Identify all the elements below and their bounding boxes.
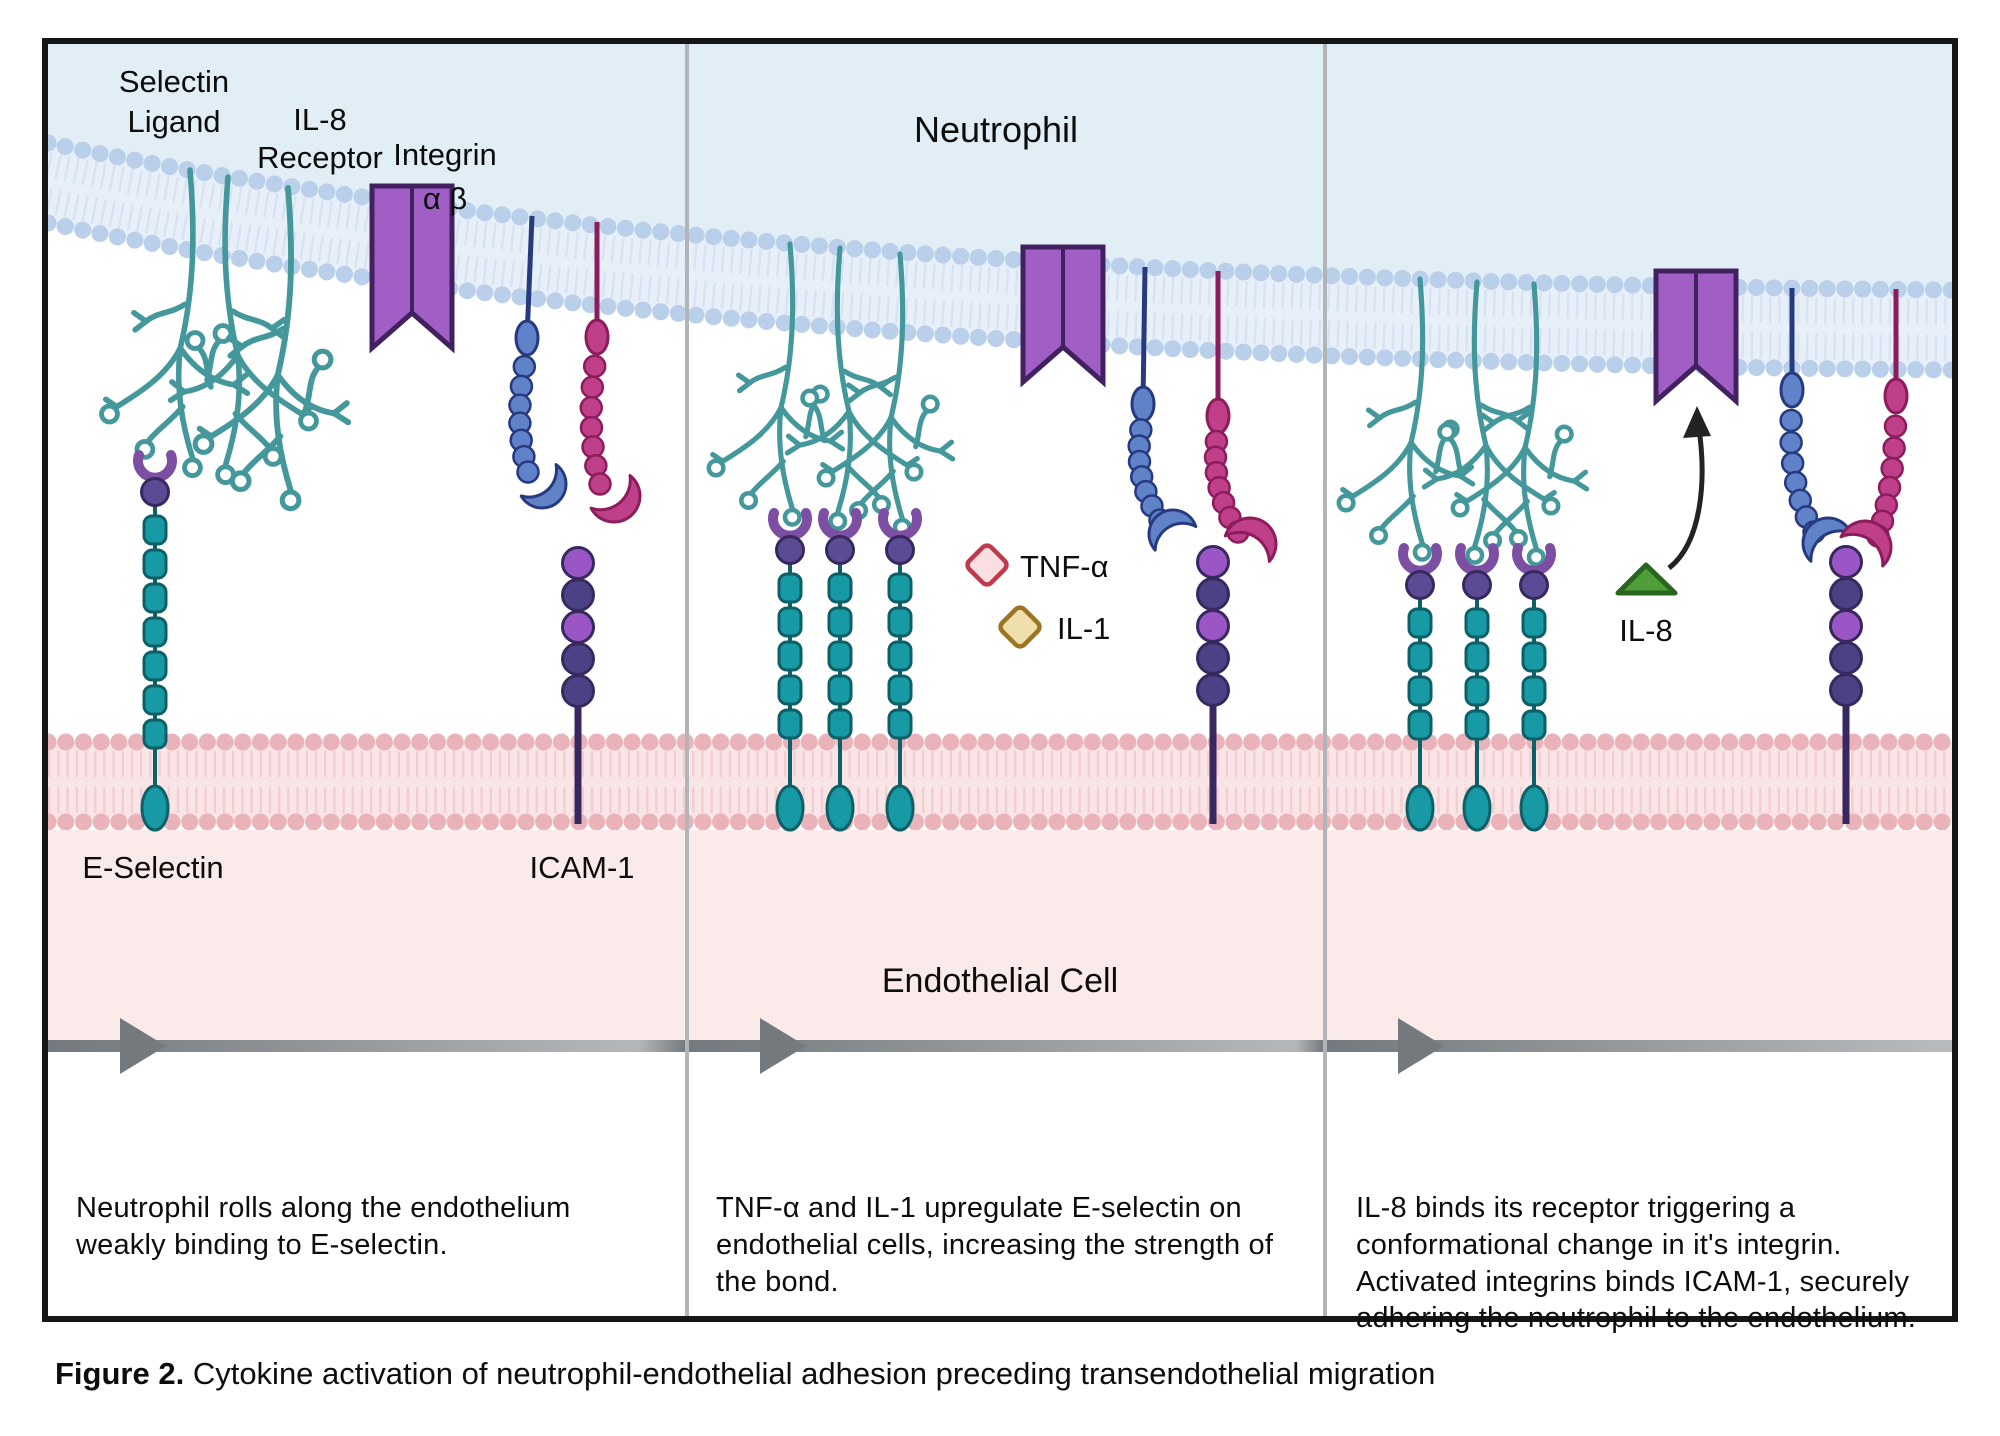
selectin-ligand-molecule (706, 241, 846, 527)
e-selectin-molecule (1398, 543, 1442, 832)
il1-icon (998, 605, 1042, 649)
integrin-alpha-molecule (1779, 288, 1853, 563)
integrin-label-1: Integrin (393, 137, 496, 172)
il8-icon (1615, 562, 1678, 596)
endothelial-cell-label: Endothelial Cell (882, 962, 1118, 1000)
timeline-arrowhead-icon (760, 1018, 806, 1074)
panel-divider-1 (685, 44, 689, 1316)
il8-receptor-icon (1653, 268, 1739, 407)
diagram-canvas: Neutrophil Selectin Ligand IL-8 Receptor… (48, 44, 1952, 1316)
e-selectin-molecule (1455, 543, 1499, 832)
selectin-ligand-label-2: Ligand (127, 104, 220, 139)
timeline-arrowhead-icon (1398, 1018, 1444, 1074)
activation-arrowhead-icon (1683, 406, 1711, 438)
panel-divider-2 (1323, 44, 1327, 1316)
selectin-ligand-label-1: Selectin (119, 64, 229, 99)
timeline-arrowhead-icon (120, 1018, 166, 1074)
e-selectin-label: E-Selectin (82, 850, 223, 885)
il8-label: IL-8 (1619, 613, 1672, 648)
figure-frame: Neutrophil Selectin Ligand IL-8 Receptor… (42, 38, 1958, 1334)
integrin-label-2: α β (423, 181, 467, 216)
activation-arrow (1667, 421, 1705, 570)
e-selectin-molecule (1512, 543, 1556, 832)
icam1-molecule (1829, 545, 1863, 824)
timeline-arrow (48, 1018, 1952, 1074)
selectin-ligand-molecule (192, 185, 352, 512)
selectin-ligand-molecule (1450, 281, 1590, 567)
endothelial-cell-body (48, 830, 1952, 1046)
selectin-ligand-molecule (1336, 276, 1476, 562)
icam1-molecule (561, 546, 595, 824)
il8-receptor-icon (369, 183, 455, 354)
panel-description-3: IL-8 binds its receptor triggering a con… (1356, 1192, 1916, 1335)
e-selectin-molecule (768, 508, 812, 832)
figure-caption: Figure 2. Cytokine activation of neutrop… (55, 1356, 1955, 1392)
e-selectin-molecule (133, 450, 177, 832)
il8-receptor-label-2: Receptor (257, 140, 383, 175)
integrin-beta-molecule (1839, 289, 1909, 568)
il8-receptor-icon (1020, 244, 1106, 388)
integrin-alpha-molecule (508, 215, 568, 510)
neutrophil-label: Neutrophil (914, 109, 1078, 150)
il8-receptor-label-1: IL-8 (293, 102, 346, 137)
e-selectin-molecule (878, 508, 922, 832)
integrin-beta-molecule (1203, 271, 1278, 563)
caption-label: Figure 2. (55, 1356, 185, 1391)
icam1-molecule (1196, 545, 1230, 824)
il1-label: IL-1 (1057, 611, 1110, 646)
icam1-label: ICAM-1 (529, 850, 634, 885)
tnf-alpha-icon (965, 543, 1009, 587)
tnf-alpha-label: TNF-α (1020, 549, 1109, 584)
selectin-ligand-molecule (784, 245, 924, 531)
panel-description-1: Neutrophil rolls along the endothelium w… (76, 1192, 571, 1261)
caption-text: Cytokine activation of neutrophil-endoth… (184, 1356, 1436, 1391)
integrin-beta-molecule (579, 222, 642, 524)
integrin-alpha-molecule (1127, 266, 1198, 552)
endothelial-membrane (48, 733, 1952, 1046)
panel-description-2: TNF-α and IL-1 upregulate E-selectin on … (716, 1192, 1274, 1298)
e-selectin-molecule (818, 508, 862, 832)
